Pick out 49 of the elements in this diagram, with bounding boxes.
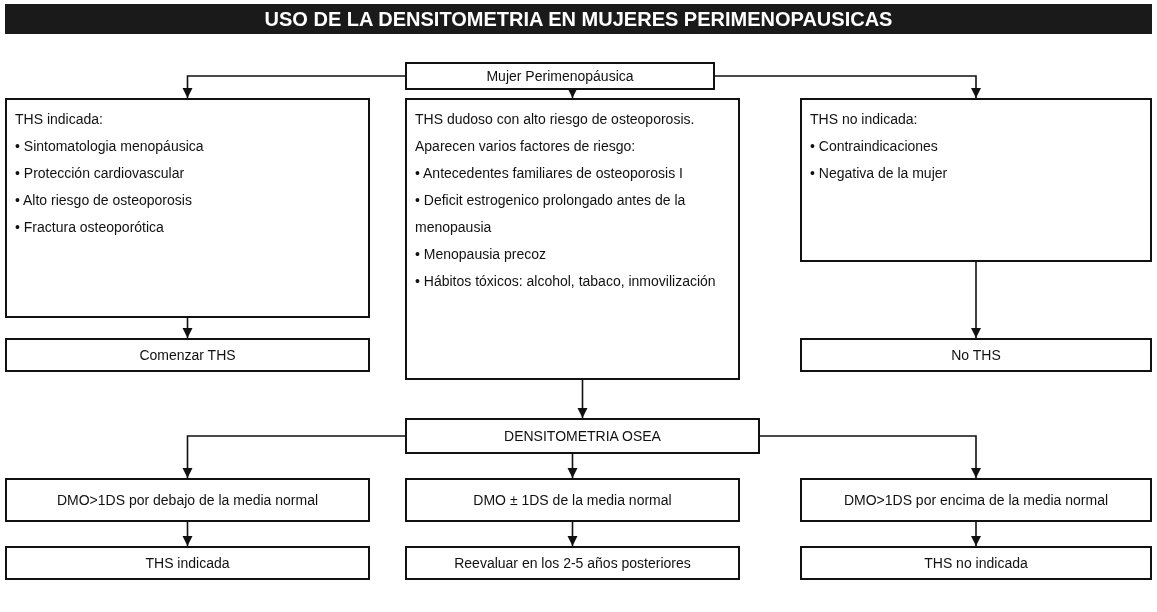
box-label: No THS <box>951 347 1001 363</box>
bullet-item: • Sintomatologia menopáusica <box>15 137 205 156</box>
bullet-item: • Contraindicaciones <box>810 137 939 156</box>
box-label: THS no indicada <box>924 555 1028 571</box>
bullet-item: • Negativa de la mujer <box>810 164 949 183</box>
arrow <box>759 435 981 479</box>
process-box <box>800 478 1152 522</box>
box-heading: THS indicada: <box>15 110 104 129</box>
title-banner: USO DE LA DENSITOMETRIA EN MUJERES PERIMENOPAUSICAS <box>5 4 1152 34</box>
arrow <box>182 435 406 479</box>
bullet-item: • Protección cardiovascular <box>15 164 186 183</box>
box-label: Mujer Perimenopáusica <box>486 68 634 84</box>
box-label: DMO>1DS por debajo de la media normal <box>56 492 319 508</box>
arrow <box>567 88 578 99</box>
arrow <box>971 261 981 339</box>
arrow <box>971 521 981 547</box>
box-label: DMO>1DS por encima de la media normal <box>843 492 1109 508</box>
process-box <box>5 338 370 372</box>
box-heading: THS dudoso con alto riesgo de osteoporosis. Aparecen varios factores de riesgo: <box>415 110 696 156</box>
arrow <box>714 75 981 99</box>
bullet-item: • Deficit estrogenico prolongado antes de la menopausia <box>415 191 687 237</box>
process-box <box>800 338 1152 372</box>
process-box <box>405 62 715 90</box>
process-box <box>5 546 370 580</box>
box-label: Comenzar THS <box>139 347 236 363</box>
box-heading: THS no indicada: <box>810 110 919 129</box>
process-box <box>5 478 370 522</box>
bullet-item: • Alto riesgo de osteoporosis <box>15 191 193 210</box>
arrow <box>182 521 193 547</box>
arrow <box>567 453 578 479</box>
process-box <box>405 418 760 454</box>
bullet-item: • Hábitos tóxicos: alcohol, tabaco, inmovilización <box>415 272 717 291</box>
bullet-item: • Antecedentes familiares de osteoporosis I <box>415 164 684 183</box>
box-label: DMO ± 1DS de la media normal <box>473 492 672 508</box>
process-box <box>405 546 740 580</box>
bullet-item: • Menopausia precoz <box>415 245 547 264</box>
arrow <box>182 317 193 339</box>
arrow <box>182 75 406 99</box>
process-box <box>405 98 740 380</box>
arrow <box>577 379 588 419</box>
arrow <box>567 521 578 547</box>
process-box <box>405 478 740 522</box>
bullet-item: • Fractura osteoporótica <box>15 218 165 237</box>
box-label: THS indicada <box>145 555 230 571</box>
box-label: Reevaluar en los 2-5 años posteriores <box>454 555 691 571</box>
process-box <box>800 546 1152 580</box>
process-box <box>5 98 370 318</box>
process-box <box>800 98 1152 262</box>
box-label: DENSITOMETRIA OSEA <box>504 428 661 444</box>
